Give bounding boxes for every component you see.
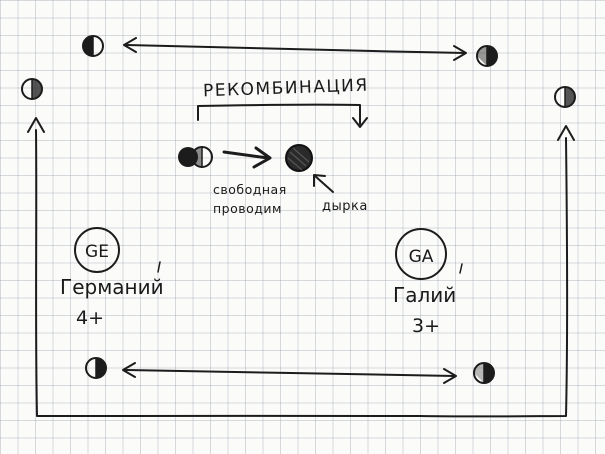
germanium-tick <box>157 261 161 273</box>
carrier-bottom-left <box>85 357 107 379</box>
electron-to-hole-arrow <box>222 150 270 160</box>
recombination-title: РЕКОМБИНАЦИЯ <box>203 76 369 102</box>
germanium-name: Германий <box>60 275 164 299</box>
germanium-circle <box>74 227 120 273</box>
gallium-circle <box>395 228 447 280</box>
gallium-symbol: GA <box>409 247 434 267</box>
free-electron <box>178 146 213 168</box>
germanium-symbol: GE <box>85 242 109 262</box>
electron-label-line2: проводим <box>213 201 282 216</box>
gallium-group: GA Галий 3+ <box>393 228 463 337</box>
carrier-left-edge <box>21 78 43 100</box>
recombination-bracket <box>197 103 361 125</box>
hole-label: дырка <box>322 199 368 214</box>
carrier-top-left <box>82 35 104 57</box>
germanium-group: GE Германий 4+ <box>60 227 164 329</box>
carrier-bottom-right <box>473 362 495 384</box>
hole <box>285 144 313 172</box>
carrier-top-right <box>476 45 498 67</box>
right-up-arrowhead <box>557 125 575 141</box>
germanium-valence: 4+ <box>76 307 104 329</box>
bracket-arrowhead <box>352 117 368 128</box>
hole-pointer-arrowhead <box>313 174 326 187</box>
bottom-double-arrow <box>122 362 457 384</box>
circuit-wire <box>35 129 569 418</box>
hole-pointer-arrow <box>314 175 334 193</box>
left-up-arrowhead <box>27 117 45 133</box>
top-double-arrow <box>123 37 467 61</box>
gallium-valence: 3+ <box>412 315 440 337</box>
gallium-name: Галий <box>393 283 456 307</box>
electron-label-line1: свободная <box>213 182 287 197</box>
gallium-tick <box>459 263 463 274</box>
carrier-right-edge <box>554 86 576 108</box>
electron-arrowhead <box>252 146 272 169</box>
